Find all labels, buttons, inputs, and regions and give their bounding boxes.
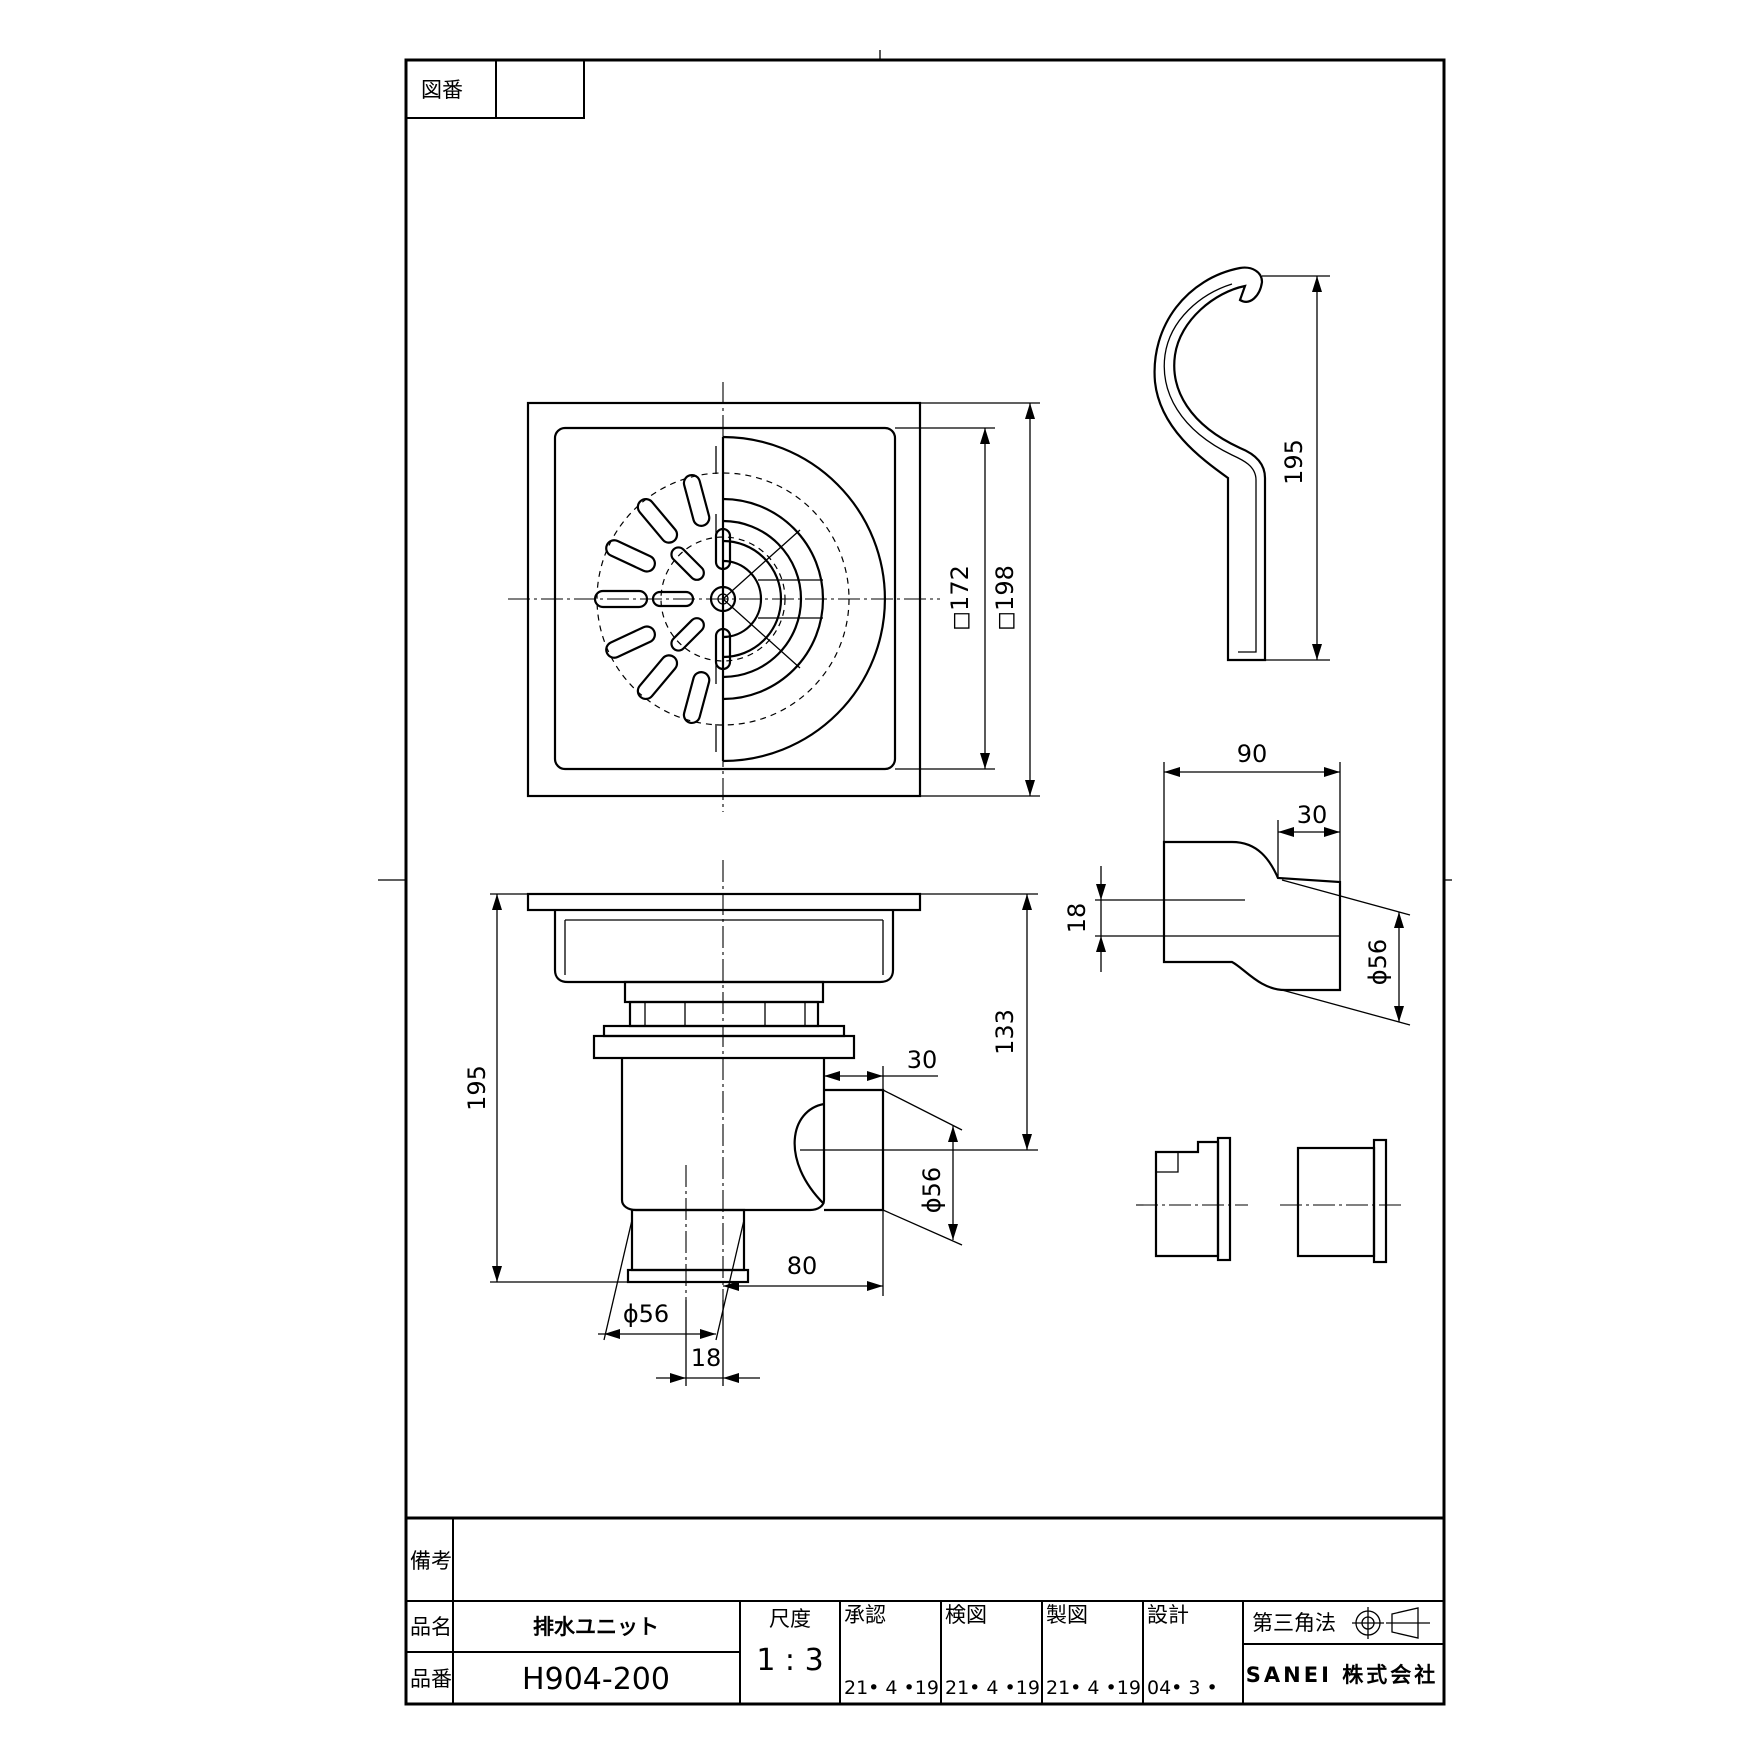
drawing-number-box: 図番 (405, 59, 585, 119)
elbow-view: 90 30 18 ϕ56 (1063, 740, 1411, 1026)
dim-top-inner: ◻172 (946, 565, 974, 631)
name-label: 品名 (410, 1615, 452, 1639)
drawing-number-label: 図番 (421, 78, 463, 102)
approval-label: 承認 (844, 1603, 886, 1627)
dim-wrench-height: 195 (1280, 439, 1308, 485)
drawn-label: 製図 (1046, 1603, 1088, 1627)
dim-outlet-neck: 30 (907, 1046, 938, 1074)
scale-value: 1 : 3 (756, 1643, 823, 1678)
dim-outlet-dia: ϕ56 (918, 1167, 946, 1213)
dim-elbow-neck: 30 (1297, 801, 1328, 829)
dim-top-outer: ◻198 (991, 565, 1019, 631)
part-number-label: 品番 (410, 1667, 452, 1691)
dim-elbow-offset: 18 (1063, 903, 1091, 934)
name-value: 排水ユニット (533, 1615, 659, 1639)
dim-bottom-dia: ϕ56 (623, 1300, 669, 1328)
cap-fitting-view (1136, 1136, 1248, 1262)
drawing-frame (404, 58, 1446, 1706)
dim-bottom-offset: 18 (691, 1344, 722, 1372)
approval-date: 21• 4 •19 (844, 1677, 939, 1699)
wrench-view: 195 (1153, 266, 1330, 662)
remarks-label: 備考 (410, 1549, 452, 1573)
third-angle-projection-icon (1352, 1607, 1430, 1639)
projection-label: 第三角法 (1252, 1611, 1336, 1635)
drawn-date: 21• 4 •19 (1046, 1677, 1141, 1699)
dim-outlet-height: 133 (991, 1009, 1019, 1055)
check-date: 21• 4 •19 (945, 1677, 1040, 1699)
design-label: 設計 (1147, 1603, 1189, 1627)
top-view: ◻172 ◻198 (508, 382, 1040, 812)
dim-body-height: 195 (463, 1065, 491, 1111)
sleeve-fitting-view (1280, 1138, 1402, 1264)
company-name: SANEI 株式会社 (1246, 1663, 1438, 1687)
dim-outlet-reach: 80 (787, 1252, 818, 1280)
scale-label: 尺度 (769, 1607, 811, 1631)
front-view: 195 133 30 ϕ56 80 ϕ56 (463, 860, 1038, 1386)
title-block: 備考 品名 排水ユニット 品番 H904-200 尺度 1 : 3 承認 21•… (406, 1516, 1444, 1704)
dim-elbow-length: 90 (1237, 740, 1268, 768)
part-number-value: H904-200 (522, 1662, 670, 1697)
check-label: 検図 (945, 1603, 987, 1627)
design-date: 04• 3 • (1147, 1677, 1218, 1699)
dim-elbow-dia: ϕ56 (1364, 939, 1392, 985)
